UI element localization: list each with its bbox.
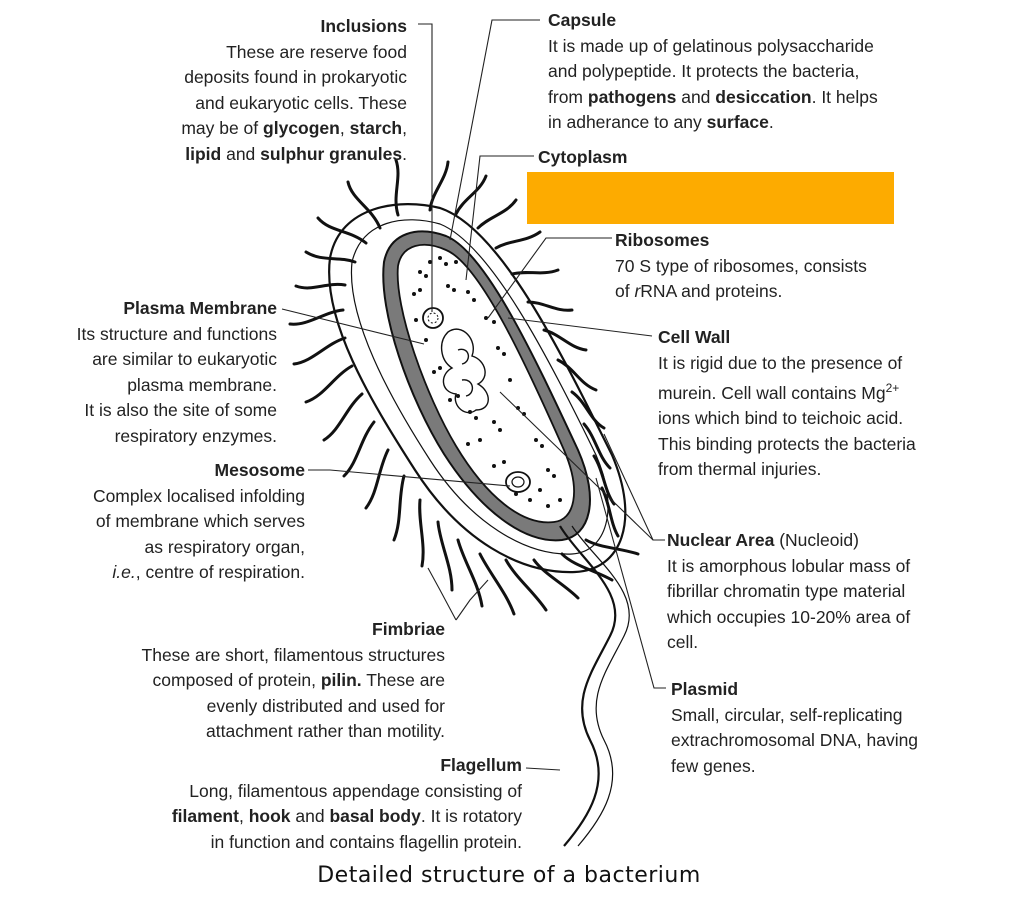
inclusion-granule: [422, 307, 444, 329]
label-flagellum: Flagellum Long, filamentous appendage co…: [171, 755, 522, 852]
label-fimbriae: Fimbriae These are short, filamentous st…: [141, 619, 445, 741]
plasma-membrane-title: Plasma Membrane: [123, 298, 277, 318]
cell-wall-title: Cell Wall: [658, 327, 731, 347]
capsule-outline: [328, 203, 627, 574]
flagellum-title: Flagellum: [440, 755, 522, 775]
ribosome-dots: [412, 256, 562, 508]
redaction-box: [527, 172, 894, 224]
inclusions-title: Inclusions: [320, 16, 407, 36]
label-inclusions: Inclusions These are reserve food deposi…: [181, 16, 407, 164]
fimbriae-hairs: [288, 158, 640, 616]
label-plasmid: Plasmid Small, circular, self-replicatin…: [671, 679, 919, 776]
label-cell-wall: Cell Wall It is rigid due to the presenc…: [658, 327, 916, 480]
nucleoid: [441, 328, 489, 414]
nuclear-area-title: Nuclear Area: [667, 530, 775, 550]
mesosome-title: Mesosome: [214, 460, 305, 480]
flagellum-strand: [559, 525, 617, 847]
plasmid-title: Plasmid: [671, 679, 739, 699]
cytoplasm-title: Cytoplasm: [538, 147, 628, 167]
label-capsule: Capsule It is made up of gelatinous poly…: [548, 10, 878, 132]
label-plasma-membrane: Plasma Membrane Its structure and functi…: [76, 298, 277, 446]
label-mesosome: Mesosome Complex localised infolding of …: [92, 460, 305, 582]
fimbriae-title: Fimbriae: [372, 619, 445, 639]
mesosome-structure: [505, 471, 531, 493]
label-nuclear-area: Nuclear Area (Nucleoid) It is amorphous …: [667, 530, 911, 652]
capsule-title: Capsule: [548, 10, 617, 30]
leader-lines: [281, 19, 666, 771]
label-cytoplasm: Cytoplasm: [538, 145, 627, 171]
ribosomes-title: Ribosomes: [615, 230, 710, 250]
label-ribosomes: Ribosomes 70 S type of ribosomes, consis…: [615, 230, 867, 301]
figure-caption: Detailed structure of a bacterium: [317, 863, 701, 888]
